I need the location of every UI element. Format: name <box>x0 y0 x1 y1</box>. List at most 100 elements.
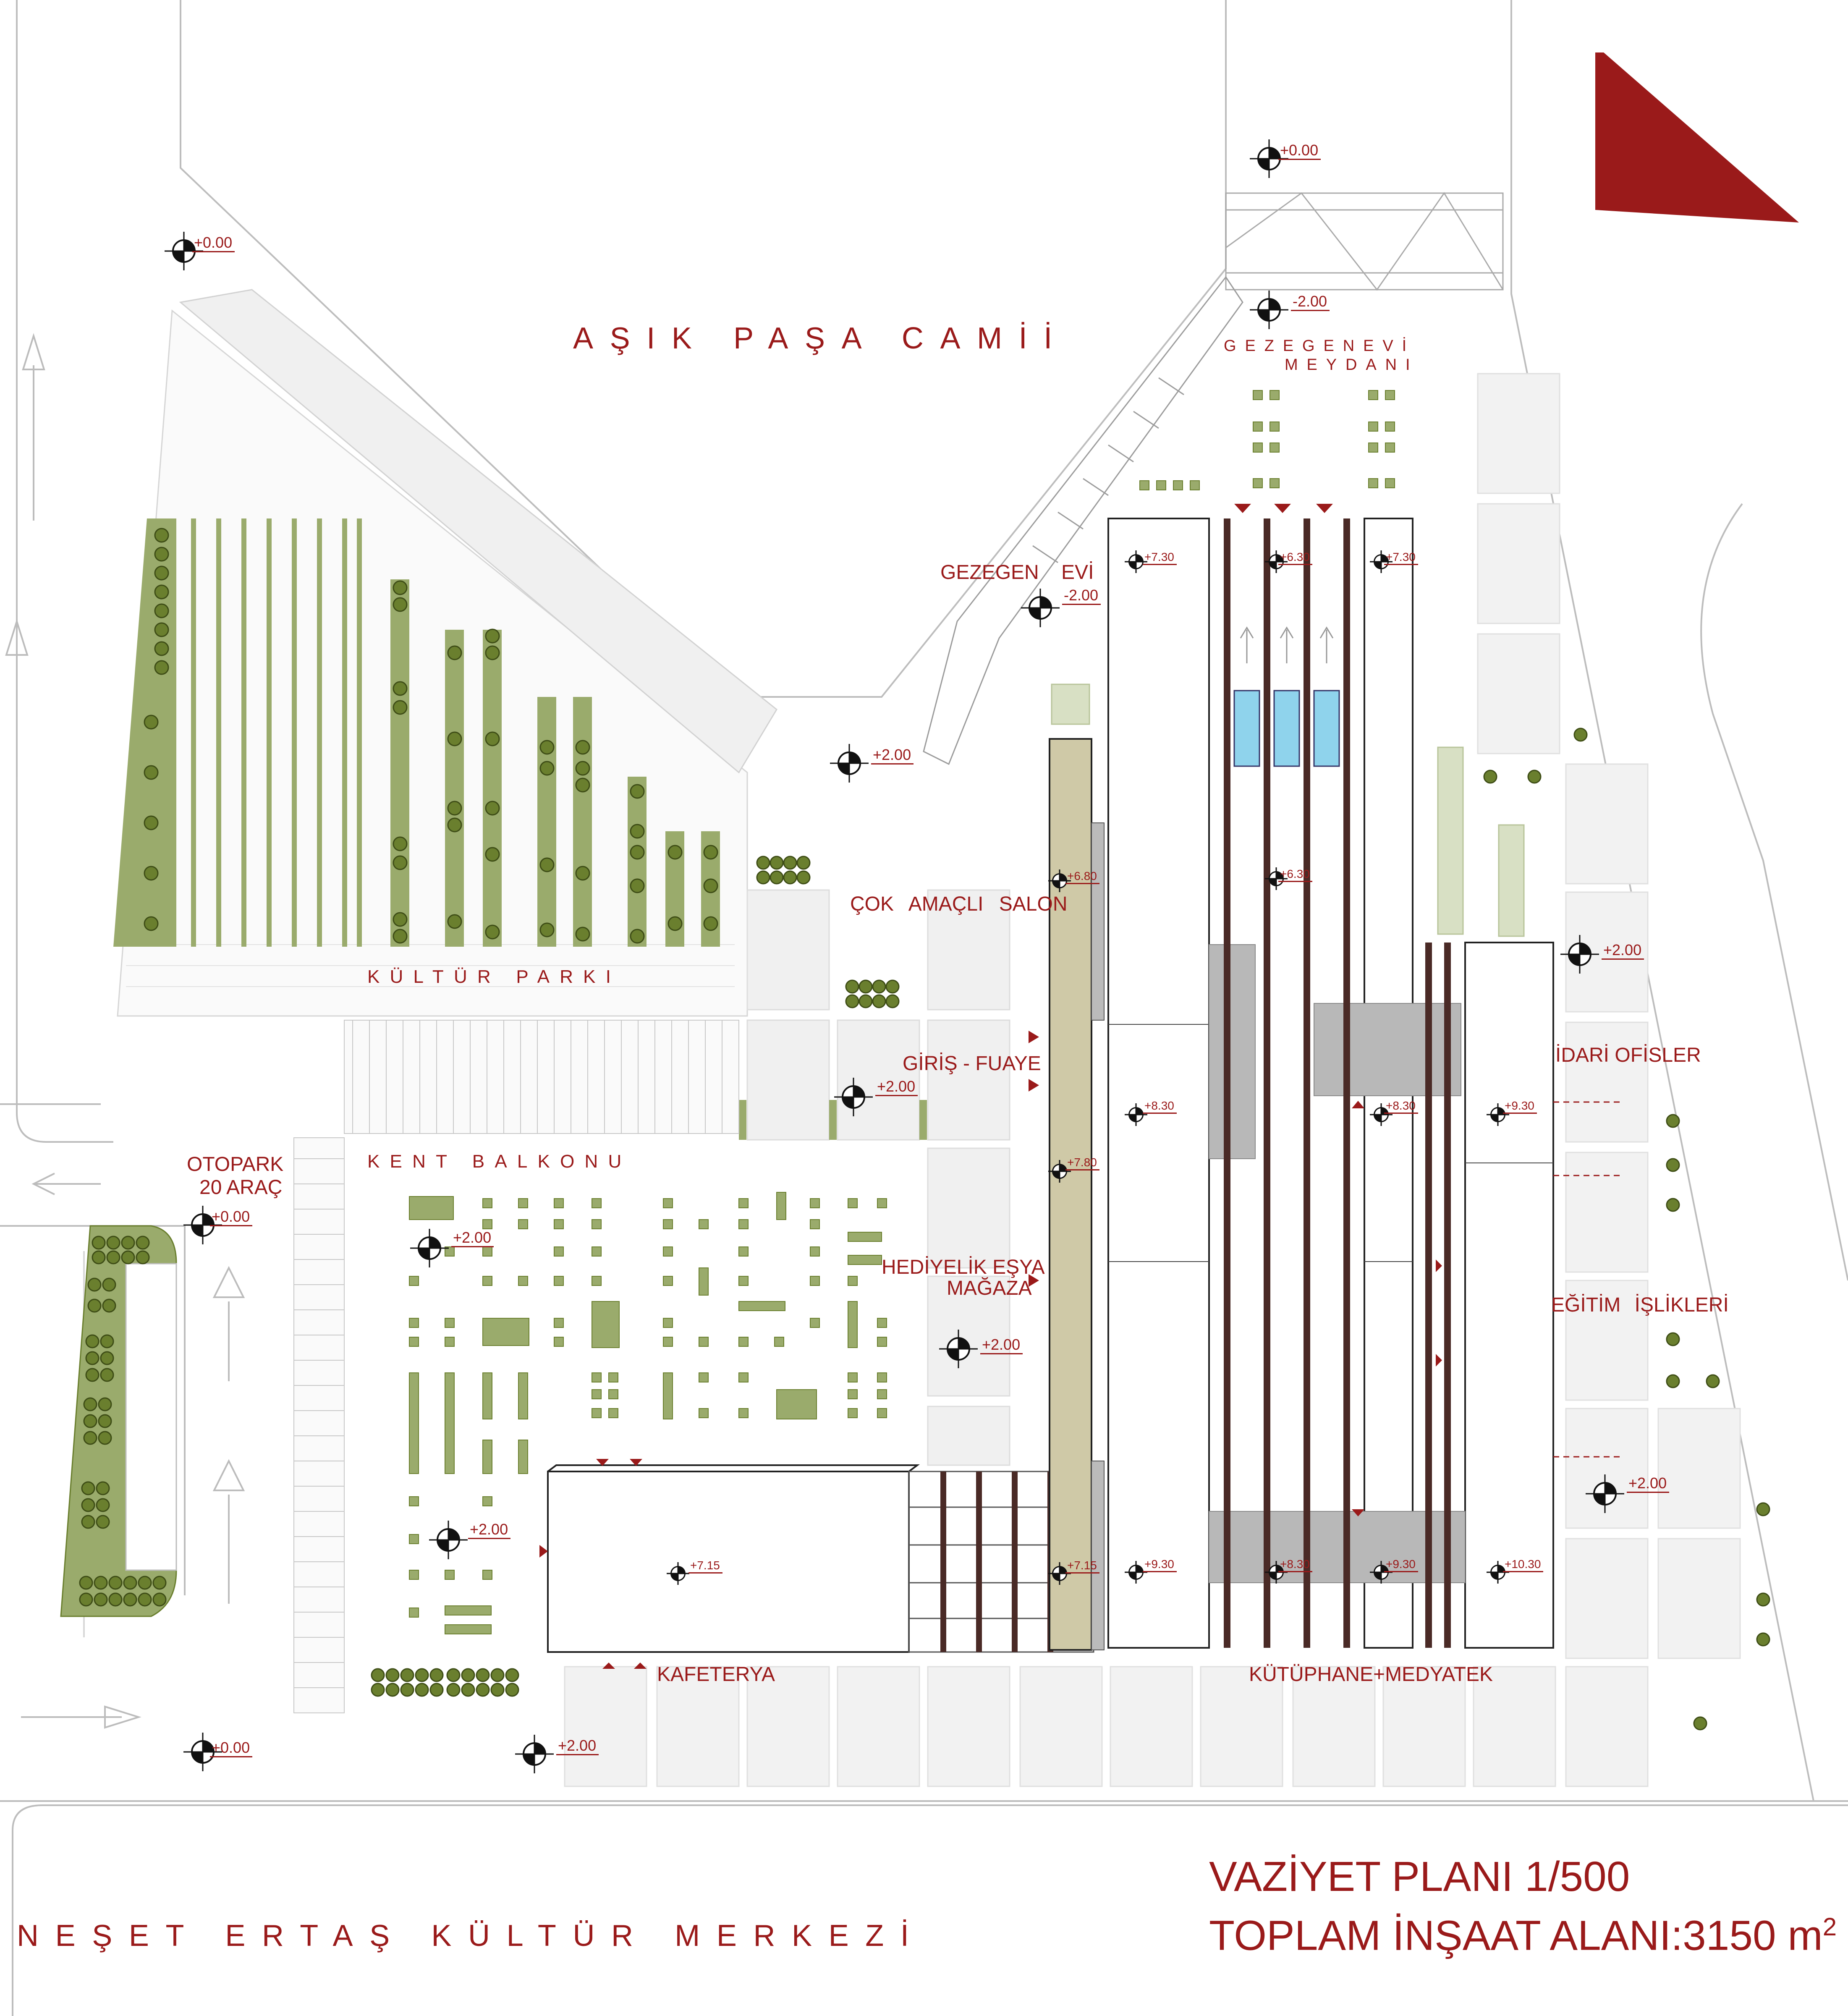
elevation-label: +2.00 <box>468 1522 511 1539</box>
elevation-marker-icon <box>1374 1107 1389 1122</box>
parking-lot <box>60 1225 177 1617</box>
elevation-marker-icon <box>1269 871 1284 886</box>
right-trees <box>1483 728 1770 1731</box>
planet-square-canopy <box>1225 192 1504 291</box>
plan-title: VAZİYET PLANI 1/500 <box>1209 1853 1630 1900</box>
elevation-label: +7.80 <box>1065 1157 1099 1170</box>
workshops-label: EĞİTİM İŞLİKLERİ <box>1551 1294 1729 1316</box>
entrance-foyer-label: GİRİŞ - FUAYE <box>903 1053 1041 1075</box>
elevation-marker-icon <box>1490 1565 1505 1580</box>
elevation-marker-icon <box>670 1566 686 1581</box>
up-arrows <box>1240 626 1334 663</box>
elevation-marker-icon <box>1052 873 1067 888</box>
planet-square-benches <box>1139 390 1395 490</box>
admin-offices-label: İDARİ OFİSLER <box>1555 1044 1701 1066</box>
elevation-label: +0.00 <box>1278 143 1321 160</box>
elevation-label: +7.15 <box>1065 1560 1099 1574</box>
balcony-tree-clusters <box>371 1668 519 1697</box>
elevation-marker-icon <box>418 1236 441 1260</box>
cafeteria-building <box>547 1464 920 1653</box>
park-trees <box>144 528 718 944</box>
elevation-marker-icon <box>1568 943 1591 966</box>
mosque-edge-tiles <box>179 289 777 774</box>
elevation-marker-icon <box>1128 1107 1144 1122</box>
elevation-label: +8.30 <box>1278 1558 1312 1572</box>
elevation-label: +2.00 <box>1602 943 1644 960</box>
elevation-marker-icon <box>838 751 861 775</box>
elevation-marker-icon <box>437 1528 460 1552</box>
cafeteria-beams <box>940 1471 1053 1652</box>
elevation-marker-icon <box>1490 1107 1505 1122</box>
construction-area-unit-sup: 2 <box>1822 1913 1837 1941</box>
elevation-marker-icon <box>1374 1565 1389 1580</box>
cafeteria-label: KAFETERYA <box>657 1663 775 1686</box>
elevation-marker-icon <box>191 1740 215 1764</box>
construction-area-text: TOPLAM İNŞAAT ALANI:3150 m <box>1209 1912 1823 1959</box>
planetarium-stair <box>923 276 1243 765</box>
elevation-marker-icon <box>842 1085 865 1109</box>
planet-square-label-2: MEYDANI <box>1285 356 1419 374</box>
elevation-marker-icon <box>1257 147 1281 170</box>
city-balcony-stair <box>293 1020 739 1713</box>
elevation-label: +8.30 <box>1384 1100 1418 1114</box>
elevation-marker-icon <box>947 1337 970 1361</box>
gift-shop-label-2: MAĞAZA <box>947 1277 1032 1299</box>
elevation-label: +0.00 <box>210 1209 253 1226</box>
parking-label-1: OTOPARK <box>187 1153 284 1176</box>
elevation-label: +2.00 <box>871 747 914 765</box>
traffic-arrows <box>5 333 245 1729</box>
elevation-marker-icon <box>1052 1566 1067 1581</box>
planetarium-label: GEZEGEN EVİ <box>940 561 1094 584</box>
elevation-label: +0.00 <box>210 1740 253 1757</box>
ramp <box>1049 738 1092 1651</box>
parking-label-2: 20 ARAÇ <box>199 1176 283 1199</box>
gift-shop-label-1: HEDİYELİK EŞYA <box>882 1256 1045 1278</box>
elevation-label: +2.00 <box>556 1738 599 1755</box>
elevation-label: +2.00 <box>1627 1476 1670 1493</box>
elevation-marker-icon <box>1029 596 1052 620</box>
elevation-marker-icon <box>1374 554 1389 569</box>
right-planters <box>1051 683 1525 937</box>
entrance-triangles <box>539 504 1442 1669</box>
culture-park-label: KÜLTÜR PARKI <box>367 966 621 987</box>
north-arrow-icon <box>1595 52 1799 223</box>
elevation-marker-icon <box>1257 298 1281 322</box>
elevation-label: +6.30 <box>1278 868 1312 882</box>
ramp-gray-side <box>1091 822 1105 1650</box>
elevation-marker-icon <box>1269 554 1284 569</box>
right-slots <box>1477 373 1741 1659</box>
elevation-marker-icon <box>1128 1565 1144 1580</box>
city-balcony-furniture <box>409 1192 887 1634</box>
construction-area: TOPLAM İNŞAAT ALANI:3150 m2 <box>1209 1912 1837 1959</box>
city-balcony-label: KENT BALKONU <box>367 1151 632 1172</box>
parking-trees <box>79 1236 167 1607</box>
elevation-label: +10.30 <box>1503 1558 1544 1572</box>
library-beams <box>1224 518 1451 1648</box>
dashed-lines <box>1553 1101 1620 1458</box>
elevation-label: +7.30 <box>1384 551 1418 565</box>
elevation-label: +6.30 <box>1278 551 1312 565</box>
elevation-label: +6.80 <box>1065 870 1099 884</box>
elevation-label: +9.30 <box>1143 1558 1177 1572</box>
elevation-label: +2.00 <box>875 1079 918 1096</box>
elevation-label: +9.30 <box>1503 1100 1537 1114</box>
foyer-panels <box>746 889 1010 1466</box>
planet-square-label-1: GEZEGENEVİ <box>1224 337 1416 355</box>
elevation-marker-icon <box>1128 554 1144 569</box>
culture-center-label: NEŞET ERTAŞ KÜLTÜR MERKEZİ <box>17 1919 926 1953</box>
elevation-marker-icon <box>1052 1164 1067 1179</box>
elevation-marker-icon <box>1593 1482 1617 1505</box>
foyer-tree-clusters <box>756 856 900 1008</box>
elevation-label: +0.00 <box>192 235 235 252</box>
gray-masses <box>1209 944 1466 1583</box>
foyer-green-edges <box>739 1100 927 1140</box>
multipurpose-hall-label: ÇOK AMAÇLI SALON <box>850 893 1068 915</box>
lawn-strips <box>113 518 720 947</box>
elevation-label: -2.00 <box>1062 588 1101 605</box>
library-label: KÜTÜPHANE+MEDYATEK <box>1249 1663 1493 1686</box>
glass-units <box>1233 690 1340 767</box>
elevation-marker-icon <box>523 1742 546 1766</box>
elevation-label: +2.00 <box>980 1337 1023 1354</box>
elevation-label: +9.30 <box>1384 1558 1418 1572</box>
elevation-label: +7.15 <box>688 1560 722 1574</box>
